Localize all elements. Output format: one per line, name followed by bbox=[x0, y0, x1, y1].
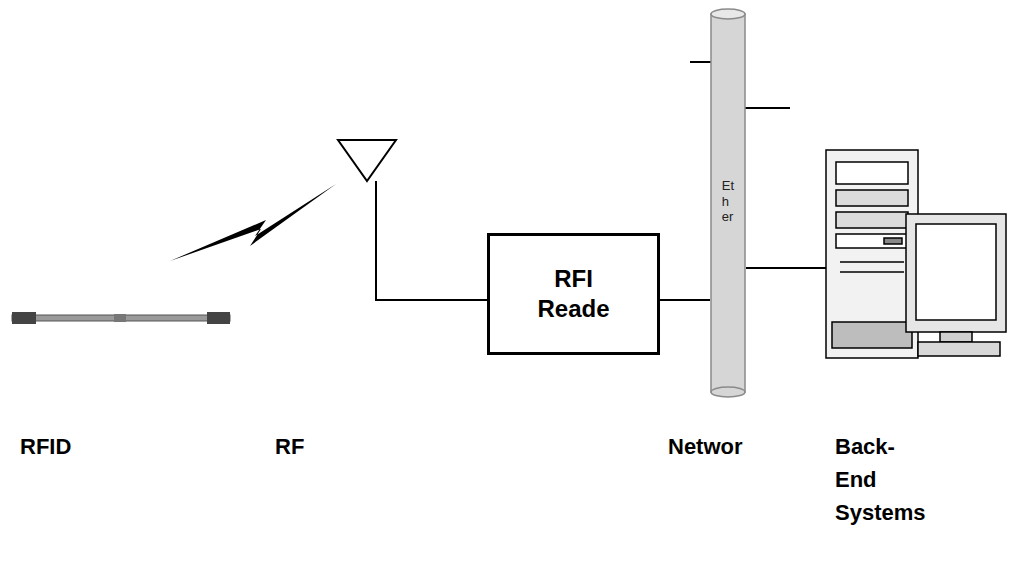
pipe-text: Et h er bbox=[722, 8, 734, 225]
reader-box: RFI Reade bbox=[487, 233, 660, 355]
network-label: Networ bbox=[668, 430, 743, 463]
network-pipe: Et h er bbox=[710, 8, 746, 398]
computer-icon bbox=[826, 150, 1006, 358]
box-text: RFI Reade bbox=[537, 264, 609, 324]
backend-label: Back- End Systems bbox=[835, 430, 926, 529]
radio-signal-bolt bbox=[170, 184, 336, 261]
antenna-symbol bbox=[338, 140, 487, 300]
network-connector bbox=[660, 299, 710, 301]
rfid-tag bbox=[12, 312, 230, 324]
tag-label: RFID bbox=[20, 430, 71, 463]
rf-label: RF bbox=[275, 430, 304, 463]
